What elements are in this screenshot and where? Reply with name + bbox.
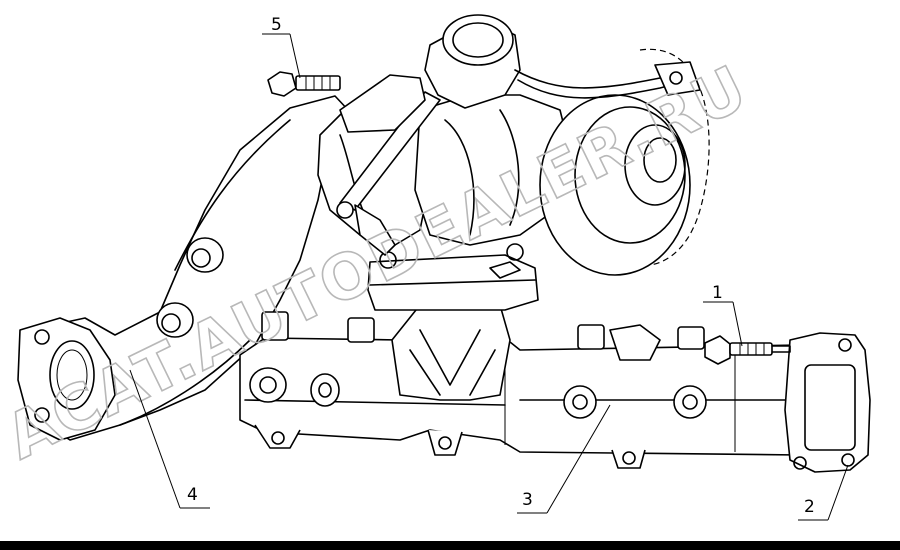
turbocharger [317,14,710,311]
callout-1: 1 [703,283,743,347]
callout-label-3: 3 [522,490,533,510]
callout-5: 5 [262,15,301,79]
callout-2: 2 [798,464,849,521]
part-4-elbow-pipe [17,95,351,441]
part-5-bolt [267,71,341,97]
part-2-gasket [784,332,871,473]
callout-label-2: 2 [804,497,815,517]
callout-4: 4 [129,369,210,509]
callout-label-5: 5 [271,15,282,35]
part-3-exhaust-manifold [239,304,826,469]
callout-3: 3 [517,404,611,514]
bottom-border [0,541,900,550]
part-1-stud-bolt [704,335,791,365]
callout-label-1: 1 [712,283,723,303]
callout-label-4: 4 [187,485,198,505]
